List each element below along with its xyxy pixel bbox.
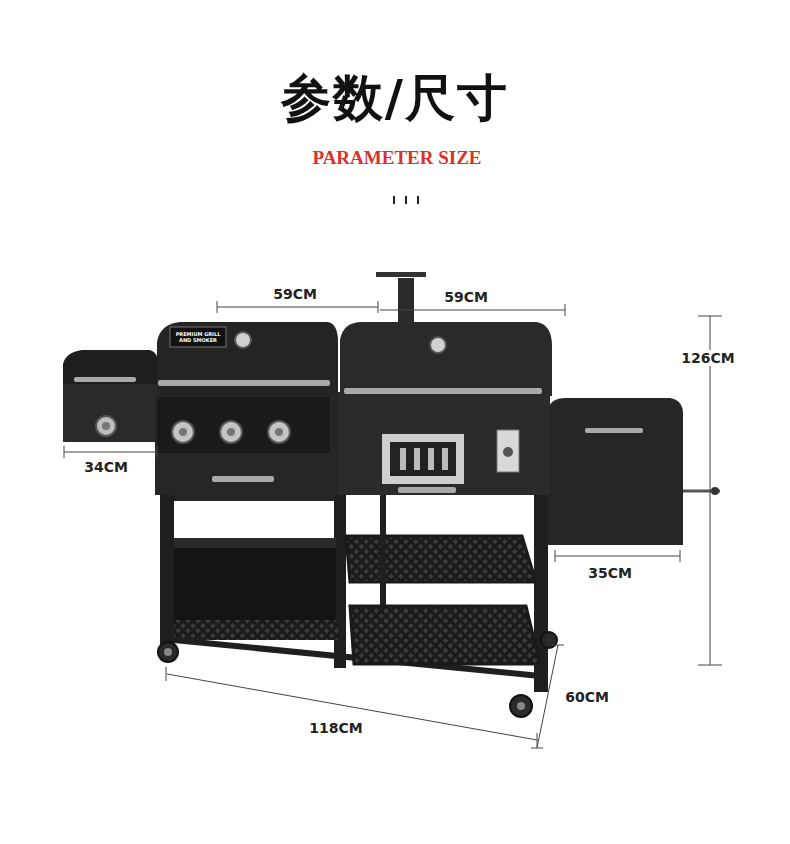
dimension-label: 59CM [271, 286, 319, 302]
dimension-label: 60CM [563, 689, 611, 705]
chimney [398, 278, 414, 328]
air-damper [497, 430, 519, 472]
divider-ticks [394, 196, 418, 204]
control-knobs [172, 421, 290, 443]
grill-lid [157, 322, 338, 396]
thermometer [235, 332, 251, 348]
side-burner [63, 350, 159, 442]
left-body [155, 392, 340, 495]
dimension-label: 59CM [442, 289, 490, 305]
thermometer [430, 337, 446, 353]
dimension-label: 34CM [82, 459, 130, 475]
page-title: 参数/尺寸 [281, 65, 509, 132]
right-body [338, 392, 550, 495]
chimney-cap [376, 272, 426, 277]
side-firebox [548, 398, 720, 545]
nameplate [170, 327, 226, 347]
lid-handle [158, 380, 330, 386]
dimension-label: 35CM [586, 565, 634, 581]
dimension-label: 118CM [307, 720, 364, 736]
lid-handle [344, 388, 542, 394]
control-panel [157, 397, 330, 453]
drawer-handle [212, 476, 274, 482]
firebox-door [382, 434, 464, 493]
smoker-lid [340, 322, 552, 396]
subtitle: PARAMETER SIZE [312, 147, 481, 169]
dimension-label: 126CM [679, 350, 736, 366]
nameplate-text: PREMIUM GRILL AND SMOKER [175, 331, 221, 343]
dimension-lines [64, 301, 722, 748]
